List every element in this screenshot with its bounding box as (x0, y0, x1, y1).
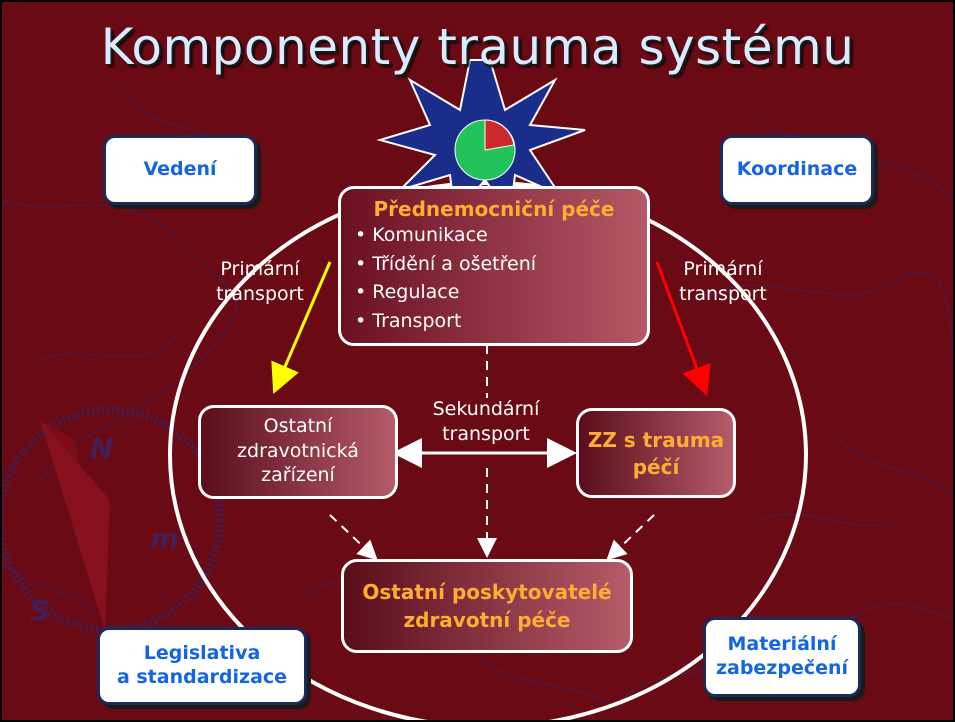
other-providers-line2: zdravotní péče (403, 608, 571, 632)
compass-decoration: N m S (0, 406, 224, 634)
corner-legislation: Legislativa a standardizace (97, 627, 307, 705)
corner-legislation-line1: Legislativa (143, 642, 261, 665)
corner-coordination-label: Koordinace (736, 158, 858, 181)
corner-material: Materiální zabezpečení (703, 617, 861, 697)
label-line: Primární (220, 258, 300, 280)
secondary-transport-label: Sekundární transport (416, 397, 556, 446)
primary-transport-right-label: Primární transport (663, 257, 783, 306)
prehospital-care-box: Přednemocniční péče Komunikace Třídění a… (338, 186, 650, 346)
label-line: transport (442, 422, 530, 445)
trauma-center-box: ZZ s trauma péčí (576, 408, 736, 498)
prehospital-item: Třídění a ošetření (355, 250, 633, 279)
dashed-left (329, 514, 378, 561)
prehospital-item: Komunikace (355, 221, 633, 250)
label-line: transport (679, 282, 767, 305)
other-providers-line1: Ostatní poskytovatelé (362, 580, 612, 604)
label-line: Primární (683, 258, 763, 280)
other-facilities-line2: zdravotnická (237, 439, 359, 462)
corner-coordination: Koordinace (720, 135, 874, 205)
label-line: Sekundární (432, 398, 540, 420)
prehospital-title: Přednemocniční péče (373, 197, 615, 221)
prehospital-item: Transport (355, 307, 633, 336)
trauma-center-line1: ZZ s trauma (587, 428, 725, 452)
other-facilities-line3: zařízení (261, 464, 335, 487)
prehospital-item: Regulace (355, 278, 633, 307)
pie-chart-icon (454, 119, 516, 181)
prehospital-list: Komunikace Třídění a ošetření Regulace T… (355, 221, 633, 335)
corner-material-line2: zabezpečení (715, 657, 849, 679)
corner-legislation-line2: a standardizace (116, 666, 288, 688)
svg-text:m: m (150, 522, 179, 555)
slide-title: Komponenty trauma systému (100, 18, 855, 76)
primary-transport-left-label: Primární transport (200, 257, 320, 306)
trauma-center-line2: péčí (632, 455, 680, 479)
corner-leadership: Vedení (103, 135, 257, 205)
other-providers-box: Ostatní poskytovatelé zdravotní péče (341, 559, 633, 653)
svg-text:N: N (90, 432, 113, 465)
corner-leadership-label: Vedení (143, 158, 217, 181)
other-facilities-box: Ostatní zdravotnická zařízení (198, 405, 398, 499)
dashed-right (606, 514, 655, 561)
label-line: transport (216, 282, 304, 305)
corner-material-line1: Materiální (727, 633, 837, 656)
svg-text:S: S (30, 594, 50, 627)
other-facilities-line1: Ostatní (263, 415, 333, 437)
